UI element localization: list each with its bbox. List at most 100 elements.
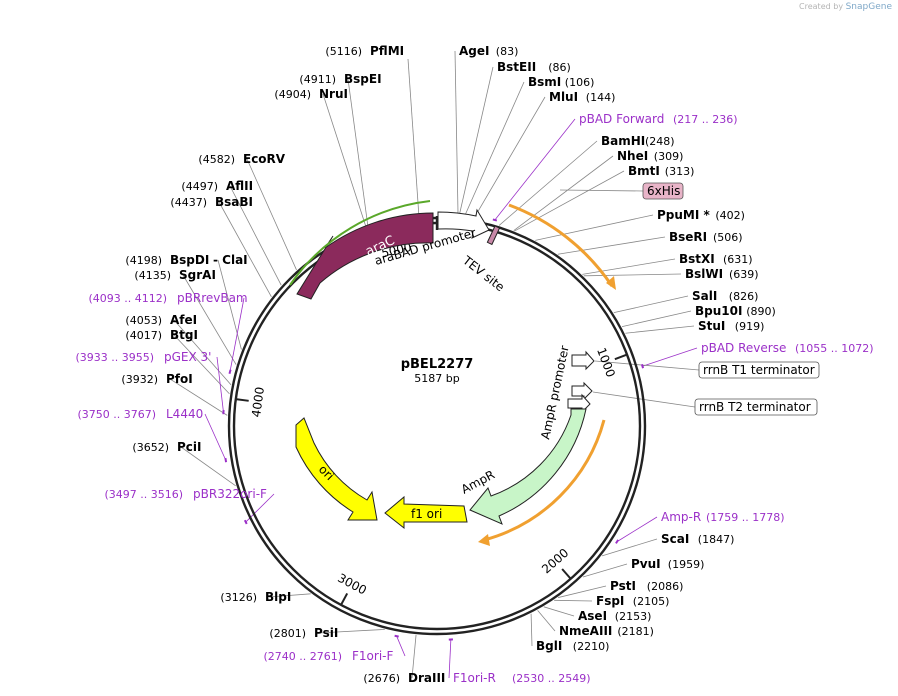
site-label-bspei[interactable]: BspEI(4911) [299, 72, 381, 86]
feature-rrnb-t1[interactable] [571, 350, 595, 371]
site-name: ScaI [661, 532, 689, 546]
primer-name: pBRrevBam [177, 291, 248, 305]
site-label-afei[interactable]: AfeI(4053) [125, 313, 197, 327]
primer-label-pbrrevbam[interactable]: pBRrevBam(4093 .. 4112) [88, 291, 247, 305]
feature-arac-highlight [289, 200, 431, 286]
tick-label: 2000 [539, 546, 571, 577]
site-label-bstxi[interactable]: BstXI(631) [679, 252, 753, 266]
tick-mark [614, 353, 628, 361]
site-label-stui[interactable]: StuI(919) [698, 319, 764, 333]
site-name: Bpu10I [695, 304, 742, 318]
site-name: BamHI [601, 134, 645, 148]
site-leader [582, 258, 676, 275]
site-label-pvui[interactable]: PvuI(1959) [631, 557, 704, 571]
site-label-bsmi[interactable]: BsmI(106) [528, 75, 594, 89]
site-position: (248) [645, 135, 675, 148]
primer-name: Amp-R [661, 510, 701, 524]
site-label-nrui[interactable]: NruI (4904) [274, 87, 348, 101]
leader-lines [169, 50, 700, 679]
plasmid-size: 5187 bp [414, 372, 459, 385]
site-label-pcii[interactable]: PciI(3652) [132, 440, 201, 454]
rrnb-t2-box[interactable]: rrnB T2 terminator [694, 398, 818, 416]
feature-ampr-promoter[interactable] [567, 393, 591, 414]
feature-f1-ori[interactable] [384, 495, 468, 530]
site-label-draiii[interactable]: DraIII(2676) [363, 671, 445, 685]
site-leader [246, 158, 297, 271]
site-name: AfeI [170, 313, 197, 327]
site-label-agei[interactable]: AgeI(83) [459, 44, 518, 58]
site-label-bamhi[interactable]: BamHI(248) [601, 134, 675, 148]
site-label-bseri[interactable]: BseRI(506) [669, 230, 743, 244]
site-name: NruI [319, 87, 348, 101]
feature-arac[interactable] [296, 212, 434, 300]
feature-rrnb-t2[interactable] [571, 381, 593, 401]
site-label-mlui[interactable]: MluI(144) [549, 90, 615, 104]
feature-tev-site[interactable] [486, 225, 501, 246]
site-position: (4904) [274, 88, 311, 101]
site-position: (2676) [363, 672, 400, 685]
site-label-bslwi[interactable]: BslWI(639) [685, 267, 759, 281]
primer-range: (217 .. 236) [673, 113, 738, 126]
feature-ampr[interactable] [469, 408, 587, 525]
rrnb-t1-box[interactable]: rrnB T1 terminator [698, 361, 820, 379]
site-label-aflii[interactable]: AflII(4497) [181, 179, 253, 193]
site-label-ecorv[interactable]: EcoRV(4582) [198, 152, 285, 166]
site-label-bspdi[interactable]: BspDI- ClaI(4198) [125, 253, 247, 267]
primer-label-l4440[interactable]: L4440(3750 .. 3767) [77, 407, 203, 421]
tick-label: 4000 [249, 386, 267, 418]
primer-label-pgex-3-[interactable]: pGEX 3'(3933 .. 3955) [75, 350, 211, 364]
f1-ori-label: f1 ori [411, 507, 442, 521]
primer-label-amp-r[interactable]: Amp-R(1759 .. 1778) [661, 510, 785, 524]
site-label-nmeaiii[interactable]: NmeAIII(2181) [559, 624, 654, 638]
site-label-psii[interactable]: PsiI(2801) [269, 626, 338, 640]
site-label-sali[interactable]: SalI(826) [692, 289, 758, 303]
primer-label-pbad-reverse[interactable]: pBAD Reverse(1055 .. 1072) [701, 341, 874, 355]
site-label-blpi[interactable]: BlpI(3126) [220, 590, 291, 604]
primer-range: (2740 .. 2761) [263, 650, 342, 663]
site-label-bsabi[interactable]: BsaBI(4437) [170, 195, 253, 209]
site-label-pfoi[interactable]: PfoI(3932) [121, 372, 192, 386]
site-leader [537, 610, 556, 632]
site-leader [217, 259, 242, 350]
primer-range: (3933 .. 3955) [75, 351, 154, 364]
site-leader [411, 634, 417, 679]
tick-mark [340, 592, 349, 606]
site-label-bgli[interactable]: BglI(2210) [536, 639, 609, 653]
site-label-ppumi-[interactable]: PpuMI *(402) [657, 208, 745, 222]
site-name: SalI [692, 289, 717, 303]
site-position: (2181) [617, 625, 654, 638]
primer-mark [615, 539, 620, 544]
site-label-fspi[interactable]: FspI(2105) [596, 594, 669, 608]
site-label-bsteii[interactable]: BstEII(86) [497, 60, 571, 74]
primer-label-f1ori-f[interactable]: F1ori-F(2740 .. 2761) [263, 649, 393, 663]
site-leader [458, 66, 494, 218]
site-label-psti[interactable]: PstI(2086) [610, 579, 683, 593]
site-label-sgrai[interactable]: SgrAI(4135) [134, 268, 215, 282]
site-label-btgi[interactable]: BtgI(4017) [125, 328, 198, 342]
primer-leader [229, 297, 245, 372]
primer-leader [396, 636, 406, 657]
site-position: (890) [746, 305, 776, 318]
site-label-scai[interactable]: ScaI(1847) [661, 532, 734, 546]
site-position: (2153) [615, 610, 652, 623]
site-label-bmti[interactable]: BmtI(313) [628, 164, 694, 178]
site-label-pflmi[interactable]: PflMI(5116) [325, 44, 404, 58]
feature-ori[interactable] [295, 417, 378, 521]
tick-mark [235, 398, 249, 402]
site-position: (4437) [170, 196, 207, 209]
site-label-asei[interactable]: AseI(2153) [578, 609, 651, 623]
primer-label-f1ori-r[interactable]: F1ori-R(2530 .. 2549) [453, 671, 591, 685]
site-label-nhei[interactable]: NheI(309) [617, 149, 683, 163]
site-label-bpu10i[interactable]: Bpu10I (890) [695, 304, 776, 318]
primer-label-pbr322ori-f[interactable]: pBR322ori-F(3497 .. 3516) [104, 487, 267, 501]
tag-6xhis[interactable]: 6xHis [642, 182, 684, 200]
site-name: StuI [698, 319, 725, 333]
site-leader [322, 93, 367, 229]
site-name: PstI [610, 579, 636, 593]
site-leader [173, 319, 232, 386]
site-name: BglI [536, 639, 562, 653]
feature-arabad-promoter[interactable] [437, 208, 490, 239]
primer-label-pbad-forward[interactable]: pBAD Forward(217 .. 236) [579, 112, 738, 126]
site-leader [557, 236, 666, 255]
